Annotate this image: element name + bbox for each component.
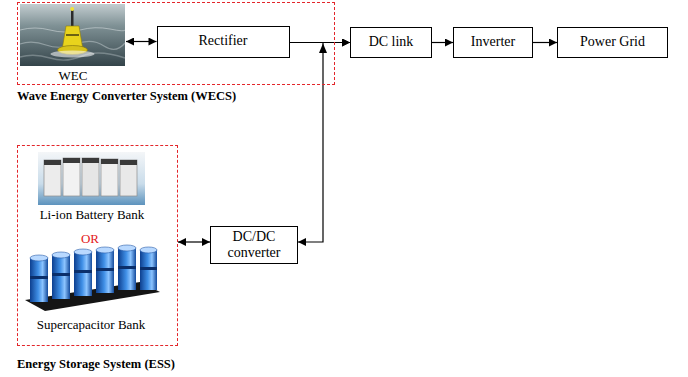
process-box: Inverter bbox=[453, 27, 533, 58]
connector-arrow bbox=[432, 42, 453, 43]
capacitor-top bbox=[74, 249, 92, 255]
connector-arrow bbox=[126, 41, 157, 42]
wec-device: WEC bbox=[20, 5, 126, 84]
battery-top bbox=[63, 158, 80, 163]
capacitor-top bbox=[52, 252, 70, 258]
connector-arrow bbox=[298, 43, 350, 243]
battery-cell bbox=[120, 160, 137, 196]
node-label: WEC bbox=[59, 69, 88, 84]
node-label: Li-ion Battery Bank bbox=[40, 208, 145, 223]
node-label: Rectifier bbox=[199, 33, 248, 49]
converter-box: DC/DC converter bbox=[210, 226, 298, 264]
battery-bank: Li-ion Battery Bank bbox=[30, 150, 154, 223]
capacitor-top bbox=[140, 247, 157, 253]
node-label: DC/DC converter bbox=[215, 229, 293, 261]
node-label: Power Grid bbox=[580, 34, 645, 50]
capacitor-band bbox=[30, 276, 48, 279]
connector-arrow bbox=[533, 42, 557, 43]
capacitor-top bbox=[118, 245, 136, 251]
capacitor-band bbox=[96, 268, 114, 271]
buoy-mast bbox=[71, 9, 74, 26]
capacitor-top bbox=[96, 247, 114, 253]
supercapacitor-bank: Supercapacitor Bank bbox=[22, 245, 160, 333]
choice-label: OR bbox=[60, 231, 120, 247]
connector-arrow bbox=[178, 241, 210, 242]
battery-top bbox=[82, 158, 99, 163]
node-label: DC link bbox=[369, 34, 414, 50]
battery-cell bbox=[63, 158, 80, 196]
capacitor-cell bbox=[140, 250, 157, 290]
battery-top bbox=[120, 160, 137, 165]
process-box: DC link bbox=[350, 27, 432, 58]
battery-top bbox=[101, 159, 118, 164]
splash bbox=[51, 51, 95, 58]
battery-cell bbox=[44, 160, 61, 196]
capacitor-cell bbox=[118, 248, 136, 290]
battery-cell bbox=[82, 158, 99, 196]
buoy-light bbox=[70, 7, 74, 11]
capacitor-cell bbox=[52, 255, 70, 299]
region-title: Energy Storage System (ESS) bbox=[17, 357, 175, 371]
sea bbox=[20, 4, 125, 66]
wec-photo bbox=[20, 4, 125, 66]
process-box: Power Grid bbox=[557, 27, 668, 58]
system-region: Wave Energy Converter System (WECS)WECRe… bbox=[17, 2, 335, 85]
buoy-band bbox=[66, 34, 79, 36]
capacitor-top bbox=[30, 255, 48, 261]
region-title: Wave Energy Converter System (WECS) bbox=[17, 89, 236, 103]
capacitor-band bbox=[74, 270, 92, 273]
capacitor-band bbox=[140, 267, 157, 270]
battery-ground bbox=[38, 152, 145, 205]
capacitor-band bbox=[52, 273, 70, 276]
battery-photo bbox=[38, 152, 145, 205]
supercapacitor-photo bbox=[25, 245, 160, 311]
battery-cell bbox=[101, 159, 118, 196]
capacitor-cell bbox=[30, 258, 48, 302]
capacitor-band bbox=[118, 266, 136, 269]
node-label: Inverter bbox=[471, 34, 515, 50]
capacitor-cell bbox=[74, 252, 92, 296]
process-box: Rectifier bbox=[157, 26, 290, 58]
capacitor-cell bbox=[96, 250, 114, 293]
battery-top bbox=[44, 160, 61, 165]
node-label: Supercapacitor Bank bbox=[37, 318, 146, 333]
